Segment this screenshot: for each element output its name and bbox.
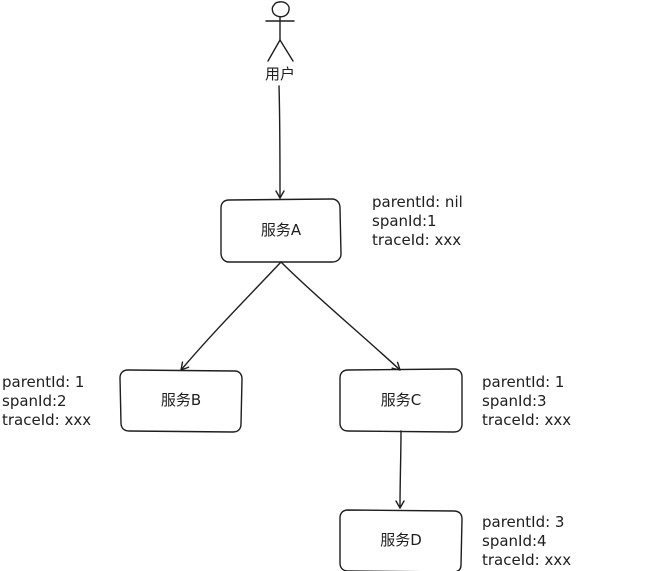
actor-label: 用户 [264, 65, 295, 83]
note-span-id: spanId:1 [372, 212, 437, 230]
note-span-id: spanId:4 [482, 532, 547, 550]
trace-note-d: parentId: 3 spanId:4 traceId: xxx [482, 513, 571, 570]
note-span-id: spanId:3 [482, 392, 547, 410]
note-span-id: spanId:2 [2, 392, 67, 410]
service-box-a [220, 198, 342, 263]
note-trace-id: traceId: xxx [482, 551, 572, 569]
trace-note-c: parentId: 1 spanId:3 traceId: xxx [482, 373, 571, 430]
stick-figure-user-icon [265, 1, 295, 62]
note-parent-id: parentId: 1 [482, 373, 565, 391]
note-trace-id: traceId: xxx [372, 231, 462, 249]
service-label-a: 服务A [260, 221, 302, 239]
service-box-d [339, 509, 463, 571]
edge-a-to-c [280, 261, 401, 371]
service-box-b [119, 369, 243, 433]
edge-a-to-b [180, 261, 282, 371]
note-parent-id: parentId: 1 [2, 373, 85, 391]
note-trace-id: traceId: xxx [2, 411, 92, 429]
service-label-c: 服务C [380, 391, 422, 409]
edge-c-to-d [395, 430, 405, 509]
edges [180, 85, 405, 509]
note-parent-id: parentId: 3 [482, 513, 565, 531]
trace-note-b: parentId: 1 spanId:2 traceId: xxx [2, 373, 91, 430]
service-label-b: 服务B [160, 391, 202, 409]
service-box-c [339, 368, 463, 433]
edge-user-to-a [275, 85, 285, 199]
service-label-d: 服务D [380, 531, 422, 549]
note-parent-id: parentId: nil [372, 193, 463, 211]
note-trace-id: traceId: xxx [482, 411, 572, 429]
trace-note-a: parentId: nil spanId:1 traceId: xxx [372, 193, 463, 250]
